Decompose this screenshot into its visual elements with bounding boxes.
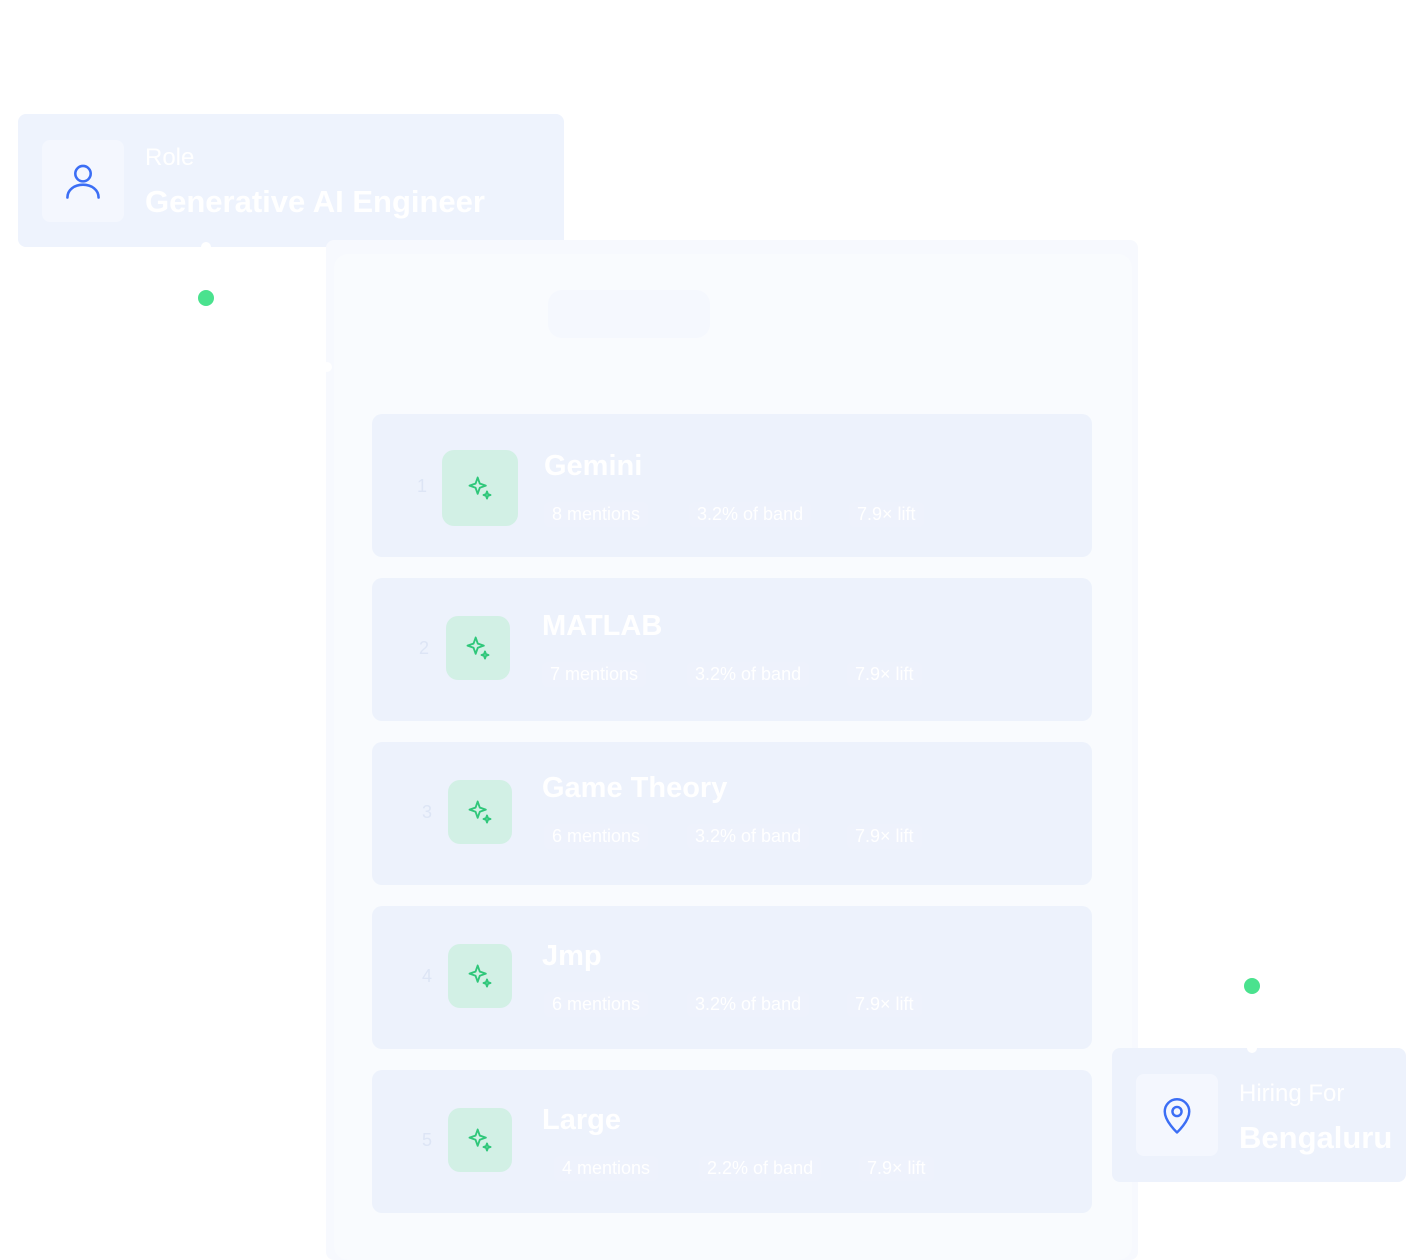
sparkle-icon [466,636,490,660]
skill-icon-box [446,616,510,680]
skill-name: Jmp [542,940,602,972]
location-icon-box [1136,1074,1218,1156]
skill-rank: 1 [417,476,428,496]
location-value: Bengaluru [1239,1120,1393,1155]
location-card-notch [1247,1043,1257,1053]
skill-name: Gemini [544,450,643,482]
panel-tag [548,290,710,338]
panel-notch [322,362,332,372]
skill-icon-box [442,450,518,526]
skill-lift: 7.9× lift [859,1156,934,1181]
role-icon-box [42,140,124,222]
location-connector-dot [1244,978,1260,994]
skill-icon-box [448,944,512,1008]
skill-row[interactable]: 1 Gemini 8 mentions 3.2% of band 7.9× li… [372,414,1092,557]
skill-rank: 4 [422,966,433,986]
location-label: Hiring For [1239,1080,1345,1107]
sparkle-icon [468,964,492,988]
role-card-notch [201,242,211,252]
skill-row[interactable]: 5 Large 4 mentions 2.2% of band 7.9× lif… [372,1070,1092,1213]
skill-rank: 3 [422,802,433,822]
skill-mentions: 6 mentions [544,992,649,1017]
map-pin-icon [1163,1098,1191,1134]
skill-mentions: 6 mentions [544,824,649,849]
skill-mentions: 8 mentions [544,502,649,527]
skill-mentions: 7 mentions [542,662,647,687]
skill-icon-box [448,780,512,844]
skill-row[interactable]: 4 Jmp 6 mentions 3.2% of band 7.9× lift [372,906,1092,1049]
skill-lift: 7.9× lift [847,824,922,849]
skill-row[interactable]: 3 Game Theory 6 mentions 3.2% of band 7.… [372,742,1092,885]
skill-icon-box [448,1108,512,1172]
role-label: Role [145,144,195,171]
skill-mentions: 4 mentions [554,1156,659,1181]
location-card: Hiring For Bengaluru [1112,1048,1406,1182]
skill-name: Large [542,1104,621,1136]
skill-lift: 7.9× lift [847,662,922,687]
skill-share: 3.2% of band [687,824,810,849]
skill-name: Game Theory [542,772,728,804]
skill-row[interactable]: 2 MATLAB 7 mentions 3.2% of band 7.9× li… [372,578,1092,721]
skill-share: 3.2% of band [687,992,810,1017]
skill-rank: 2 [419,638,430,658]
skill-lift: 7.9× lift [849,502,924,527]
skill-rank: 5 [422,1130,433,1150]
role-connector-dot [198,290,214,306]
skill-lift: 7.9× lift [847,992,922,1017]
skill-name: MATLAB [542,610,663,642]
skill-share: 2.2% of band [699,1156,822,1181]
user-icon [66,164,100,199]
role-value: Generative AI Engineer [145,184,485,219]
skill-share: 3.2% of band [687,662,810,687]
sparkle-icon [468,1128,492,1152]
role-card: Role Generative AI Engineer [18,114,564,247]
sparkle-icon [468,800,492,824]
sparkle-icon [468,476,492,500]
skill-share: 3.2% of band [689,502,812,527]
